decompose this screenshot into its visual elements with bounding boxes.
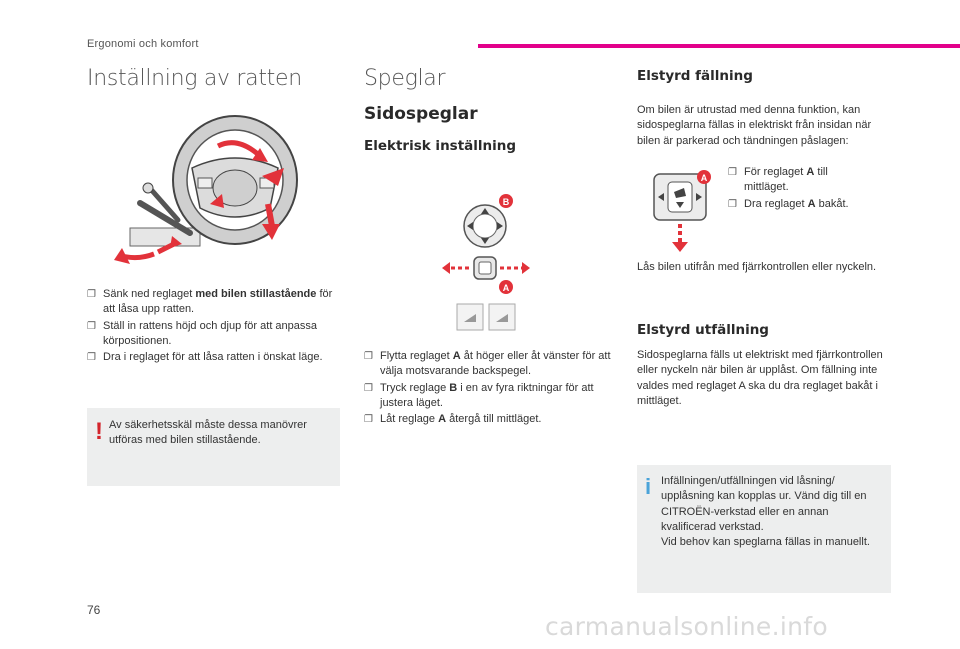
steering-step: ❐Ställ in rattens höjd och djup för att …: [87, 319, 318, 347]
folding-steps: ❐För reglaget A till mittläget. ❐Dra reg…: [728, 165, 868, 213]
header-accent-rule: [478, 44, 960, 48]
watermark: carmanualsonline.info: [545, 612, 828, 641]
folding-intro: Om bilen är utrustad med denna funktion,…: [637, 104, 872, 147]
folding-step: ❐För reglaget A till mittläget.: [728, 166, 828, 194]
lock-instruction: Lås bilen utifrån med fjärrkontrollen el…: [637, 261, 877, 273]
mirror-control-illustration: B A: [442, 194, 530, 331]
checkbox-icon: ❐: [87, 320, 96, 332]
checkbox-icon: ❐: [364, 414, 373, 426]
label-a-marker: [499, 280, 513, 294]
mirror-step: ❐Tryck reglage B i en av fyra riktningar…: [364, 381, 594, 409]
info-icon: i: [645, 474, 652, 499]
warning-text: Av säkerhetsskäl måste dessa manövrer ut…: [109, 419, 307, 447]
label-a-marker: [697, 170, 711, 184]
checkbox-icon: ❐: [364, 351, 373, 362]
unfolding-text: Sidospeglarna fälls ut elektriskt med fj…: [637, 349, 883, 407]
section-header: Ergonomi och komfort: [87, 38, 199, 50]
folding-step: ❐Dra reglaget A bakåt.: [728, 197, 868, 212]
checkbox-icon: ❐: [364, 382, 373, 394]
mirror-step: ❐Flytta reglaget A åt höger eller åt vän…: [364, 350, 611, 378]
svg-text:A: A: [503, 283, 510, 293]
warning-exclamation-icon: !: [95, 418, 103, 445]
side-mirrors-subtitle: Sidospeglar: [364, 104, 478, 124]
checkbox-icon: ❐: [87, 289, 96, 300]
electric-adjustment-heading: Elektrisk inställning: [364, 138, 517, 154]
fold-control-illustration: A: [653, 170, 711, 252]
warning-box: ! Av säkerhetsskäl måste dessa manövrer …: [87, 408, 340, 486]
svg-text:A: A: [701, 173, 708, 183]
checkbox-icon: ❐: [728, 198, 737, 210]
checkbox-icon: ❐: [728, 167, 737, 178]
info-box: i Infällningen/utfällningen vid låsning/…: [637, 465, 891, 593]
mirror-step: ❐Låt reglage A återgå till mittläget.: [364, 412, 619, 427]
mirror-adjust-steps: ❐Flytta reglaget A åt höger eller åt vän…: [364, 349, 619, 428]
checkbox-icon: ❐: [87, 352, 96, 364]
steering-step: ❐Dra i reglaget för att låsa ratten i ön…: [87, 350, 342, 365]
unfolding-heading: Elstyrd utfällning: [637, 322, 769, 338]
folding-heading: Elstyrd fällning: [637, 68, 753, 84]
mirrors-title: Speglar: [364, 66, 446, 91]
page-number: 76: [87, 603, 101, 617]
info-text: Infällningen/utfällningen vid låsning/ u…: [661, 475, 870, 549]
steering-title: Inställning av ratten: [87, 66, 302, 91]
steering-steps: ❐Sänk ned reglaget med bilen stillaståen…: [87, 287, 342, 366]
label-b-marker: [499, 194, 513, 208]
steering-wheel-illustration: [114, 115, 298, 264]
steering-step: ❐Sänk ned reglaget med bilen stillaståen…: [87, 288, 333, 316]
svg-text:B: B: [503, 197, 510, 207]
